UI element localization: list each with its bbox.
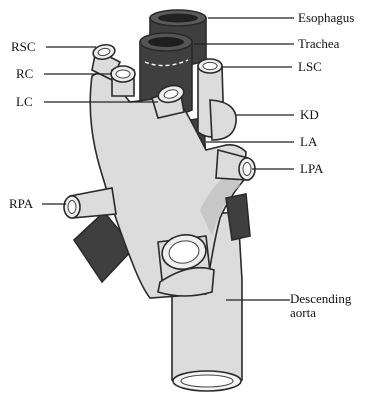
label-rc: RC (16, 66, 33, 81)
right-pulmonary-artery (64, 188, 116, 218)
left-pulmonary-artery (216, 150, 255, 180)
label-lpa: LPA (300, 161, 324, 176)
kommerell-diverticulum (210, 100, 236, 140)
label-rsc: RSC (11, 39, 36, 54)
label-trachea: Trachea (298, 36, 340, 51)
label-descending-aorta-line1: Descending (290, 291, 352, 306)
label-rpa: RPA (9, 196, 34, 211)
label-descending-aorta-line2: aorta (290, 305, 316, 320)
label-kd: KD (300, 107, 319, 122)
label-esophagus: Esophagus (298, 10, 354, 25)
ascending-aorta-cut (158, 231, 214, 296)
label-la: LA (300, 134, 318, 149)
label-lsc: LSC (298, 59, 322, 74)
right-carotid-artery (111, 66, 135, 96)
label-lc: LC (16, 94, 33, 109)
